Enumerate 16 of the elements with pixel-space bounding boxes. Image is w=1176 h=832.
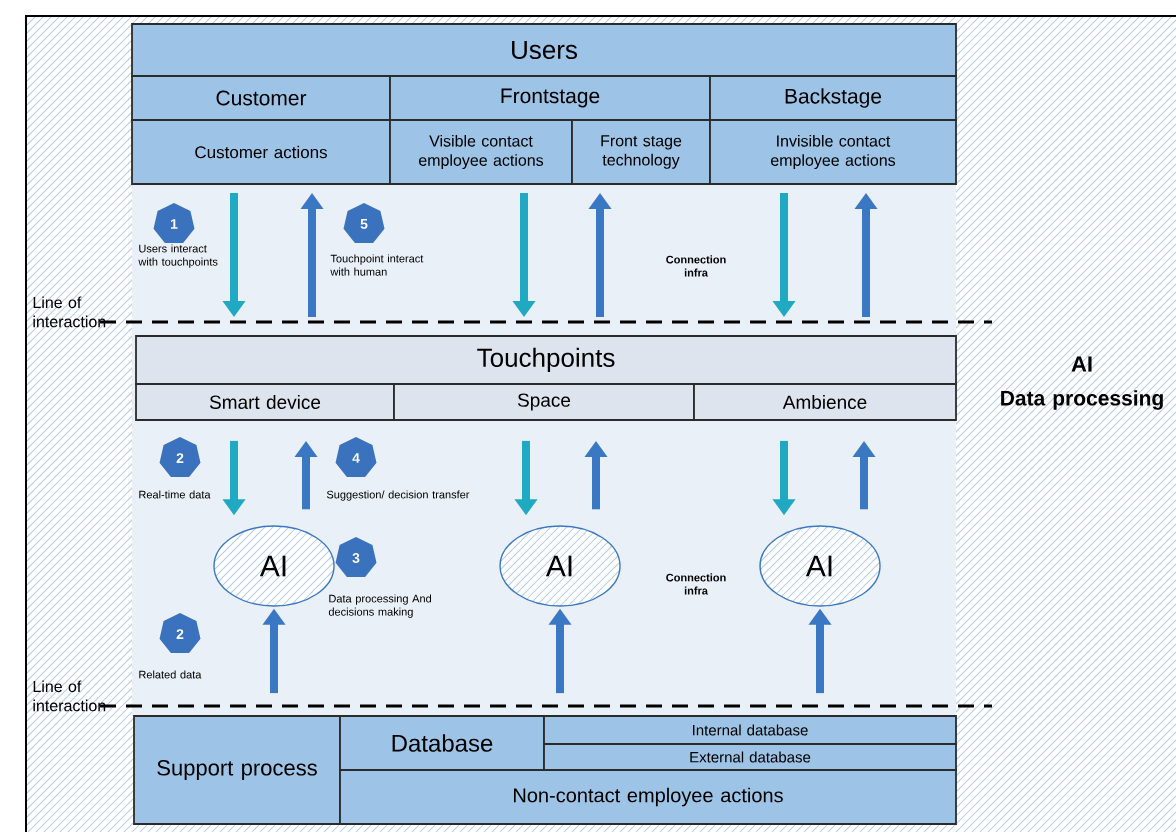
category-box: Smart device (135, 383, 395, 421)
action-box: Front stage technology (571, 119, 711, 185)
category-box: Space (393, 383, 695, 421)
category-box: Customer (131, 75, 391, 121)
category-box: Backstage (709, 75, 957, 121)
line-label: Line of interaction (33, 680, 106, 712)
action-box: Visible contact employee actions (389, 119, 573, 185)
line-label: Line of interaction (33, 296, 106, 328)
action-box: Customer actions (131, 119, 391, 185)
action-box: Invisible contact employee actions (709, 119, 957, 185)
side-title: AI (1071, 356, 1092, 372)
category-box: Ambience (693, 383, 957, 421)
database-box: Database (339, 715, 545, 771)
side-title: Data processing (1001, 390, 1163, 410)
category-box: Frontstage (389, 75, 711, 121)
support-process-box: Support process (133, 715, 341, 825)
